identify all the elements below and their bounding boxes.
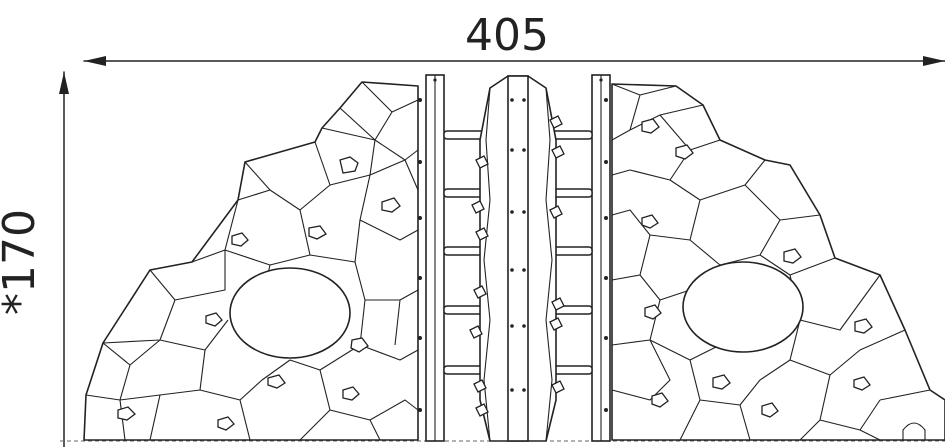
width-dimension-label: 405 — [465, 10, 549, 61]
ladder-structure — [418, 74, 611, 442]
bolts — [418, 78, 608, 412]
left-rock-wall — [83, 81, 419, 441]
right-rock-wall — [611, 83, 945, 441]
width-dimension: 405 — [83, 10, 945, 66]
height-dimension: *170 — [0, 71, 69, 447]
height-dimension-label: *170 — [0, 209, 45, 315]
